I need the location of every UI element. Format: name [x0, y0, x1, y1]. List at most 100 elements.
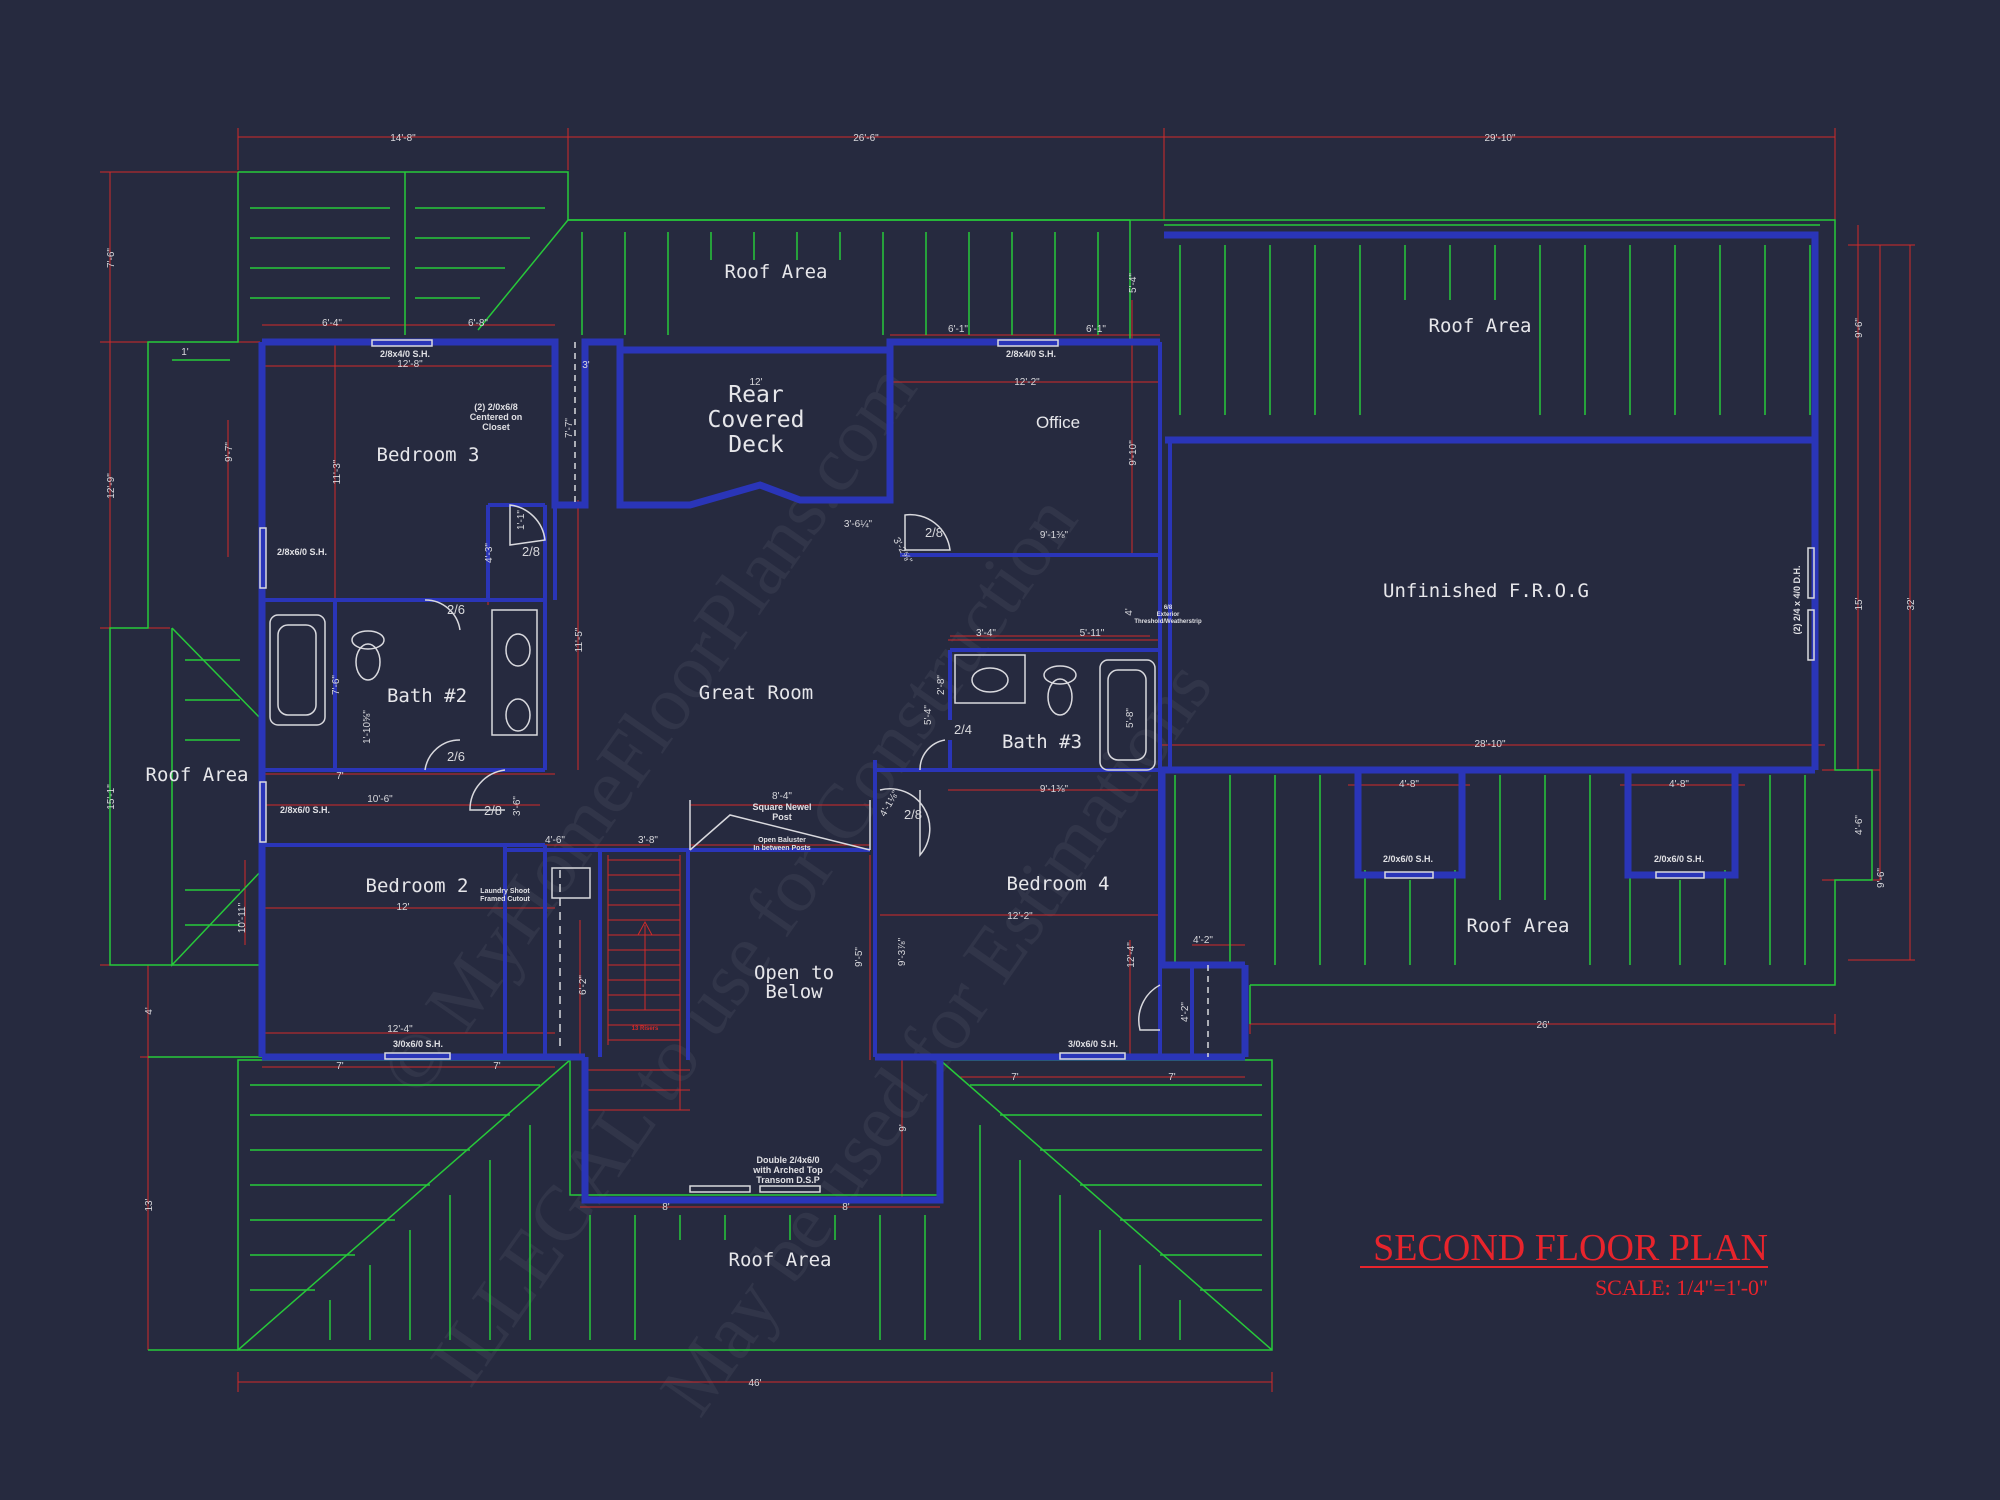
double-sink-icon	[491, 609, 538, 736]
window-labels: 2/8x4/0 S.H. 2/8x4/0 S.H. 2/8x6/0 S.H. 2…	[277, 349, 1802, 1049]
dim-label: 11'-3"	[332, 459, 343, 484]
dim-label: 9'-5"	[854, 947, 865, 967]
room-label-rear-deck-2: Covered	[708, 407, 805, 433]
dim-label: 12'-2"	[1014, 377, 1040, 388]
door-label: 2/8	[925, 525, 943, 540]
dim-label: 7'-6"	[106, 248, 117, 268]
dim-label: 5'-4"	[1128, 273, 1139, 293]
dim-label: 32'	[1906, 597, 1917, 610]
dim-label: 8'	[662, 1202, 670, 1213]
door-marker	[689, 1185, 751, 1193]
dim-label: 12'-8"	[397, 359, 423, 370]
plan-title: SECOND FLOOR PLAN	[1373, 1227, 1768, 1269]
dim-label: 3'-2⅝"	[890, 536, 914, 566]
toilet-icon-2	[1043, 665, 1077, 685]
dim-label: 12'-9"	[106, 473, 117, 499]
dim-label: 3'-6¼"	[844, 518, 873, 530]
dim-label: 4'-8"	[1399, 779, 1419, 790]
dim-label: 9'-7"	[224, 442, 235, 462]
overall-dimension-labels: 14'-8" 26'-6" 29'-10" 46' 26'	[390, 133, 1549, 1389]
window-label: (2) 2/4 x 4/0 D.H.	[1792, 565, 1802, 634]
room-labels: Roof Area Roof Area Roof Area Roof Area …	[146, 261, 1589, 1271]
bathtub-icon	[269, 614, 326, 726]
dim-label: 9'-6"	[1854, 318, 1865, 338]
dim-label: 7'	[493, 1061, 501, 1072]
dim-label: 4'-8"	[1669, 779, 1689, 790]
room-label-bedroom-2: Bedroom 2	[366, 875, 469, 897]
window-label: 2/0x6/0 S.H.	[1654, 854, 1704, 864]
door-label: 2/4	[954, 722, 972, 737]
dim-label: 9'-10"	[1128, 440, 1139, 466]
exterior-note: 6/8	[1164, 605, 1173, 611]
dim-label: 28'-10"	[1474, 739, 1505, 750]
fixtures	[259, 339, 1815, 1193]
dim-top-a: 14'-8"	[390, 133, 416, 144]
title-block: SECOND FLOOR PLAN SCALE: 1/4"=1'-0"	[1360, 1227, 1768, 1300]
dim-label: 9'-1⅜"	[1040, 530, 1069, 541]
dim-label: 12'	[396, 902, 409, 913]
door-note: with Arched Top	[752, 1165, 823, 1175]
dim-label: 12'-4"	[1126, 942, 1137, 968]
dim-label: 7'	[1011, 1072, 1019, 1083]
dim-label: 12'-2"	[1007, 911, 1033, 922]
dim-label: 7'-6"	[331, 675, 342, 695]
dim-label: 12'	[749, 377, 762, 388]
sink-icon	[954, 654, 1026, 704]
dim-label: 5'-11"	[1080, 628, 1105, 639]
rafters-right-bottom	[1174, 775, 1806, 965]
room-label-bedroom-4: Bedroom 4	[1007, 873, 1110, 895]
newel-note: Post	[772, 812, 792, 822]
room-label-open-below-2: Below	[765, 981, 823, 1003]
plan-notes: (2) 2/0x6/8 Centered on Closet Square Ne…	[470, 402, 1202, 1185]
rafters-top	[581, 232, 1099, 335]
dim-label: 3'-4"	[976, 628, 996, 639]
dim-label: 6'-8"	[468, 318, 488, 329]
room-label-roof-bottom: Roof Area	[729, 1249, 832, 1271]
dim-label: 4'	[144, 1007, 155, 1015]
dim-label: 6'-2"	[578, 975, 589, 995]
dim-label: 4'-6"	[1854, 815, 1865, 835]
room-label-unfinished-frog: Unfinished F.R.O.G	[1383, 580, 1589, 602]
dim-label: 6'-4"	[322, 318, 342, 329]
rafters-top-right	[1179, 245, 1811, 415]
dim-label: 3'	[582, 360, 590, 371]
rafters-top-left	[172, 172, 545, 361]
dim-label: 2'-8"	[936, 675, 947, 695]
door-swing	[509, 504, 546, 546]
window-marker	[1384, 871, 1434, 879]
dim-label: 10'-6"	[367, 794, 393, 805]
dim-label: 9'-1⅜"	[1040, 784, 1069, 795]
room-label-open-below-1: Open to	[754, 962, 834, 984]
room-label-bath-2: Bath #2	[387, 685, 467, 707]
window-marker	[997, 339, 1059, 347]
room-label-great-room: Great Room	[699, 682, 813, 704]
dim-label: 9'-3⅞"	[897, 937, 908, 966]
door-label: 2/8	[522, 544, 540, 559]
room-label-roof-right-bottom: Roof Area	[1467, 915, 1570, 937]
dim-label: 4'-3"	[484, 543, 495, 563]
stair-note: 13 Risers	[632, 1026, 659, 1032]
window-label: 2/8x6/0 S.H.	[277, 547, 327, 557]
window-marker	[371, 339, 433, 347]
dim-top-c: 29'-10"	[1484, 133, 1515, 144]
dim-label: 15'	[1854, 597, 1865, 610]
window-label: 2/8x6/0 S.H.	[280, 805, 330, 815]
dim-bottom: 46'	[748, 1378, 761, 1389]
dim-label: 1'	[181, 347, 189, 358]
baluster-note: In between Posts	[753, 845, 810, 852]
dim-label: 7'	[336, 1061, 344, 1072]
window-marker	[1655, 871, 1705, 879]
door-label: 2/8	[904, 807, 922, 822]
window-marker	[384, 1052, 451, 1060]
window-marker	[1807, 547, 1815, 599]
newel-note: Square Newel	[752, 802, 811, 812]
dim-label: 8'	[842, 1202, 850, 1213]
plan-scale: SCALE: 1/4"=1'-0"	[1595, 1275, 1768, 1300]
room-label-rear-deck-3: Deck	[728, 432, 784, 458]
dim-label: 3'-8"	[638, 835, 658, 846]
door-labels: 2/8 2/6 2/6 2/8 2/8 2/4 2/8	[447, 525, 972, 822]
closet-note: Centered on	[470, 412, 523, 422]
window-label: 3/0x6/0 S.H.	[1068, 1039, 1118, 1049]
rafters-bottom	[250, 1084, 1262, 1340]
